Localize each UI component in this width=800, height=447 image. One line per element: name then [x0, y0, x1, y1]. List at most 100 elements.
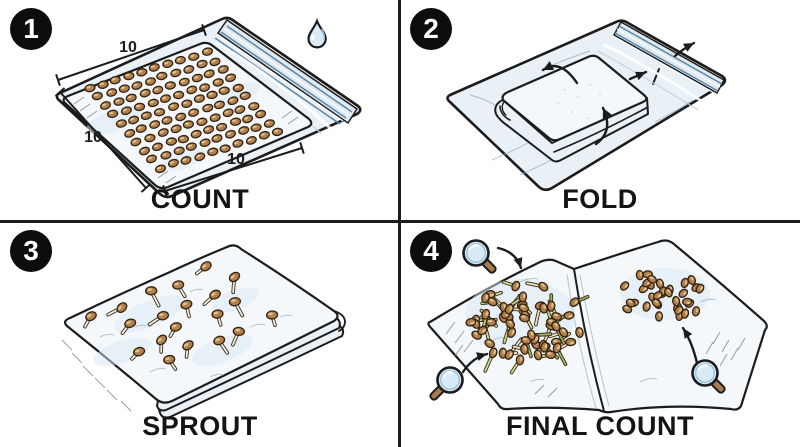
seed: [131, 81, 143, 90]
germinated-seed-pile: [465, 280, 590, 375]
seed: [484, 338, 495, 349]
seed: [152, 85, 164, 95]
seed: [153, 108, 166, 117]
seed: [136, 68, 148, 77]
step-caption: FOLD: [562, 184, 638, 214]
seed: [671, 295, 681, 307]
seed: [170, 124, 182, 134]
seed: [172, 90, 185, 100]
seed: [193, 94, 205, 103]
seed: [518, 313, 531, 323]
seed: [539, 302, 548, 314]
fold-arrows: [541, 41, 696, 146]
seed: [144, 77, 157, 86]
final-count-illustration: [427, 239, 768, 414]
seed: [538, 281, 549, 292]
seed: [229, 117, 242, 126]
seed: [551, 321, 561, 332]
seed: [515, 354, 525, 366]
seed: [213, 100, 225, 110]
seed: [546, 300, 556, 312]
seed: [120, 106, 132, 116]
seed: [232, 83, 244, 93]
seed: [190, 129, 202, 139]
seed: [124, 318, 137, 329]
seed: [678, 288, 689, 298]
seed: [188, 108, 200, 117]
seed: [687, 275, 697, 286]
folded-paper-towel: [494, 54, 649, 163]
seed: [635, 269, 644, 281]
seed: [161, 116, 173, 125]
seed: [481, 292, 490, 304]
seed: [527, 329, 536, 341]
sprouted-seeds: [83, 261, 279, 371]
seed: [651, 298, 662, 308]
panel-final-count: 4: [400, 222, 800, 447]
seed: [124, 129, 136, 138]
seed: [481, 308, 491, 320]
step-caption: COUNT: [150, 184, 250, 214]
seed: [148, 63, 160, 72]
step-number-badge: 3: [10, 230, 52, 272]
grid-divider-vertical: [398, 0, 401, 447]
seed: [209, 113, 221, 122]
seed: [160, 94, 171, 103]
seed: [203, 125, 215, 134]
seed: [201, 47, 214, 56]
seed: [199, 83, 211, 92]
seed: [652, 291, 663, 301]
step-number-badge: 1: [10, 8, 52, 50]
seed: [206, 90, 218, 100]
seed: [144, 133, 156, 143]
grid-divider-horizontal: [0, 220, 800, 223]
seed: [544, 350, 557, 359]
seed: [695, 283, 705, 294]
fold-illustration: [446, 19, 727, 192]
seed: [182, 340, 194, 351]
towel-stipple: [549, 84, 611, 121]
seed: [175, 112, 187, 122]
seed: [125, 93, 137, 103]
seed: [180, 299, 193, 310]
seed: [228, 297, 242, 307]
seed: [128, 115, 140, 125]
seed: [202, 103, 214, 113]
seed: [115, 119, 127, 128]
magnifier-icon: [691, 359, 726, 394]
seed: [164, 81, 176, 90]
seed: [133, 346, 146, 357]
seed: [225, 73, 237, 83]
water-droplet-icon: [307, 18, 327, 49]
seed: [174, 55, 186, 65]
seed: [232, 139, 244, 148]
dimension-label-left: 10: [84, 129, 102, 146]
seed: [172, 280, 185, 290]
seed: [518, 291, 528, 303]
seed: [185, 142, 197, 151]
seed: [109, 75, 121, 85]
seed: [225, 129, 236, 139]
seed: [691, 306, 701, 317]
seed: [186, 85, 198, 95]
seed: [157, 128, 169, 137]
seed: [228, 271, 241, 283]
seed: [255, 109, 267, 119]
seed: [622, 304, 633, 314]
seed: [575, 326, 584, 339]
seed: [239, 91, 251, 101]
seed: [123, 71, 135, 81]
seed: [250, 123, 262, 132]
seed: [151, 142, 164, 152]
seed: [100, 101, 111, 110]
seed: [211, 134, 223, 143]
seed: [222, 108, 234, 118]
seed: [663, 287, 673, 298]
seed: [140, 111, 152, 120]
zip-seal: [612, 20, 726, 95]
step-caption: SPROUT: [142, 411, 258, 441]
seed: [218, 86, 230, 95]
seed: [183, 65, 195, 74]
seed: [139, 146, 150, 156]
towel-texture: [73, 96, 299, 184]
